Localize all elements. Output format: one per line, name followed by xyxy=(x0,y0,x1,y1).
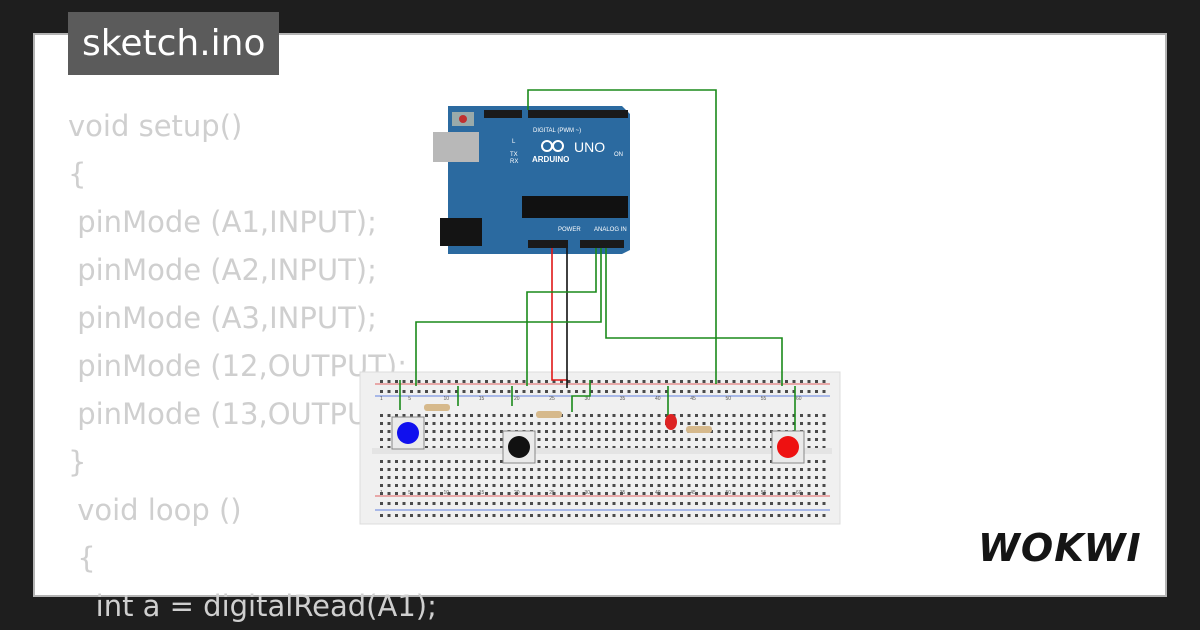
wires xyxy=(399,89,796,432)
red-push-button[interactable] xyxy=(771,430,805,464)
wire-a3 xyxy=(605,248,783,386)
wokwi-logo: WOKWI xyxy=(978,526,1142,570)
column-number: 35 xyxy=(620,490,626,496)
breadboard-column-numbers: 1155101015152020252530303535404045455050… xyxy=(380,396,802,496)
column-number: 45 xyxy=(690,490,696,496)
uno-label: UNO xyxy=(574,139,605,155)
column-number: 40 xyxy=(655,396,661,402)
power-header xyxy=(528,240,568,248)
column-number: 20 xyxy=(514,490,520,496)
on-label: ON xyxy=(614,152,623,158)
usb-port xyxy=(433,132,479,162)
column-number: 60 xyxy=(796,396,802,402)
code-line: pinMode (A1,INPUT); xyxy=(68,205,377,239)
column-number: 15 xyxy=(479,396,485,402)
column-number: 5 xyxy=(408,396,411,402)
column-number: 60 xyxy=(796,490,802,496)
column-number: 20 xyxy=(514,396,520,402)
column-number: 40 xyxy=(655,490,661,496)
code-line: pinMode (12,OUTPUT); xyxy=(68,349,408,383)
code-line: { xyxy=(68,157,87,191)
led xyxy=(665,414,677,430)
code-line: { xyxy=(68,541,96,575)
column-number: 5 xyxy=(408,490,411,496)
black-push-button[interactable] xyxy=(502,430,536,464)
breadboard: 1155101015152020252530303535404045455050… xyxy=(359,371,841,525)
column-number: 35 xyxy=(620,396,626,402)
column-number: 15 xyxy=(479,490,485,496)
resistors xyxy=(424,404,712,433)
column-number: 1 xyxy=(380,490,383,496)
column-number: 55 xyxy=(761,396,767,402)
atmega-chip xyxy=(522,196,628,218)
power-jack xyxy=(440,218,482,246)
arduino-board: DIGITAL (PWM ~) UNO ARDUINO ON TX RX L P… xyxy=(433,106,630,254)
column-number: 50 xyxy=(725,396,731,402)
digital-header xyxy=(528,110,628,118)
rx-label: RX xyxy=(510,159,518,165)
column-number: 30 xyxy=(584,396,590,402)
code-line: pinMode (A2,INPUT); xyxy=(68,253,377,287)
wire-a1 xyxy=(526,248,597,386)
blue-push-button[interactable] xyxy=(391,416,425,450)
power-label: POWER xyxy=(558,227,581,233)
wire-a2 xyxy=(415,248,602,386)
code-line: pinMode (A3,INPUT); xyxy=(68,301,377,335)
code-line: } xyxy=(68,445,87,479)
digital-label: DIGITAL (PWM ~) xyxy=(533,128,581,134)
wire-5v xyxy=(551,248,568,381)
code-line: void setup() xyxy=(68,109,243,143)
wire-pin13-led xyxy=(527,89,717,384)
column-number: 1 xyxy=(380,396,383,402)
column-number: 50 xyxy=(725,490,731,496)
column-number: 25 xyxy=(549,490,555,496)
column-number: 10 xyxy=(443,396,449,402)
l-label: L xyxy=(512,139,516,145)
analog-header xyxy=(580,240,624,248)
column-number: 25 xyxy=(549,396,555,402)
push-buttons[interactable] xyxy=(391,416,805,464)
column-number: 30 xyxy=(584,490,590,496)
code-preview: void setup() { pinMode (A1,INPUT); pinMod… xyxy=(68,102,437,630)
code-line: void loop () xyxy=(68,493,242,527)
analog-label: ANALOG IN xyxy=(594,227,627,233)
column-number: 55 xyxy=(761,490,767,496)
column-number: 45 xyxy=(690,396,696,402)
tx-label: TX xyxy=(510,152,518,158)
arduino-label: ARDUINO xyxy=(532,155,569,164)
column-number: 10 xyxy=(443,490,449,496)
sketch-title: sketch.ino xyxy=(68,12,280,75)
code-line: int a = digitalRead(A1); xyxy=(68,589,437,623)
